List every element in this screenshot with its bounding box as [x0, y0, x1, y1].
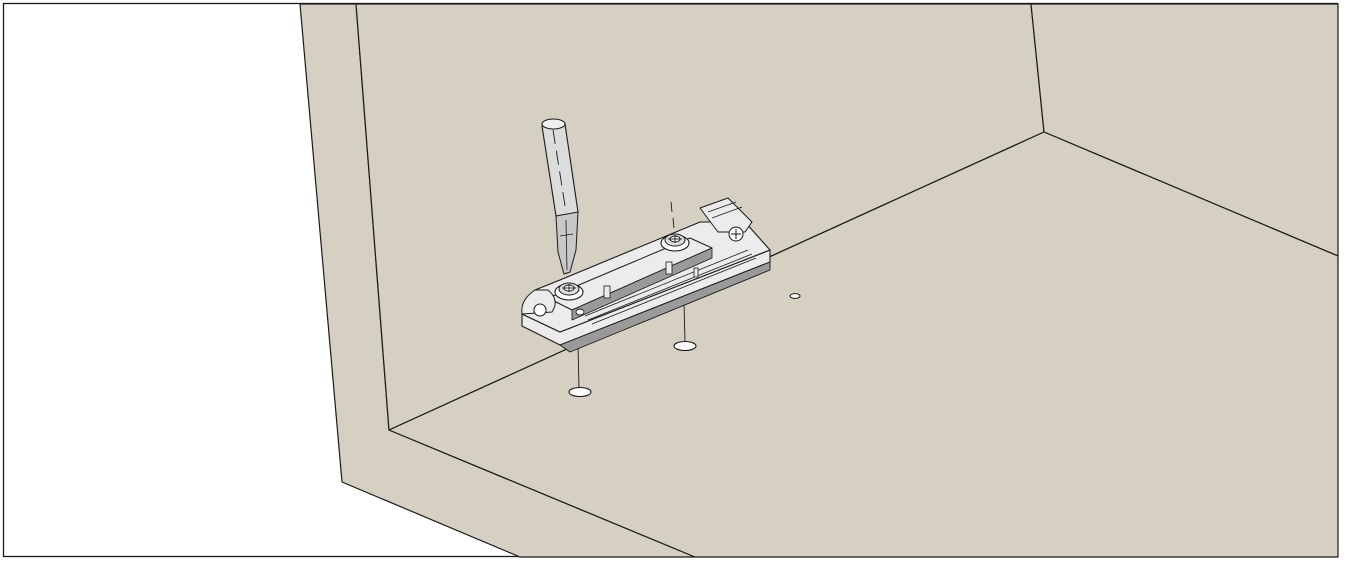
drill-hole-icon — [673, 340, 697, 352]
drill-hole-icon — [789, 293, 801, 299]
cabinet-floor — [388, 131, 1339, 558]
screwdriver-icon — [541, 118, 579, 275]
drill-hole-icon — [568, 386, 592, 398]
screw-icon — [660, 201, 690, 252]
screw-icon — [554, 282, 584, 301]
mounting-plate-icon — [521, 197, 771, 353]
